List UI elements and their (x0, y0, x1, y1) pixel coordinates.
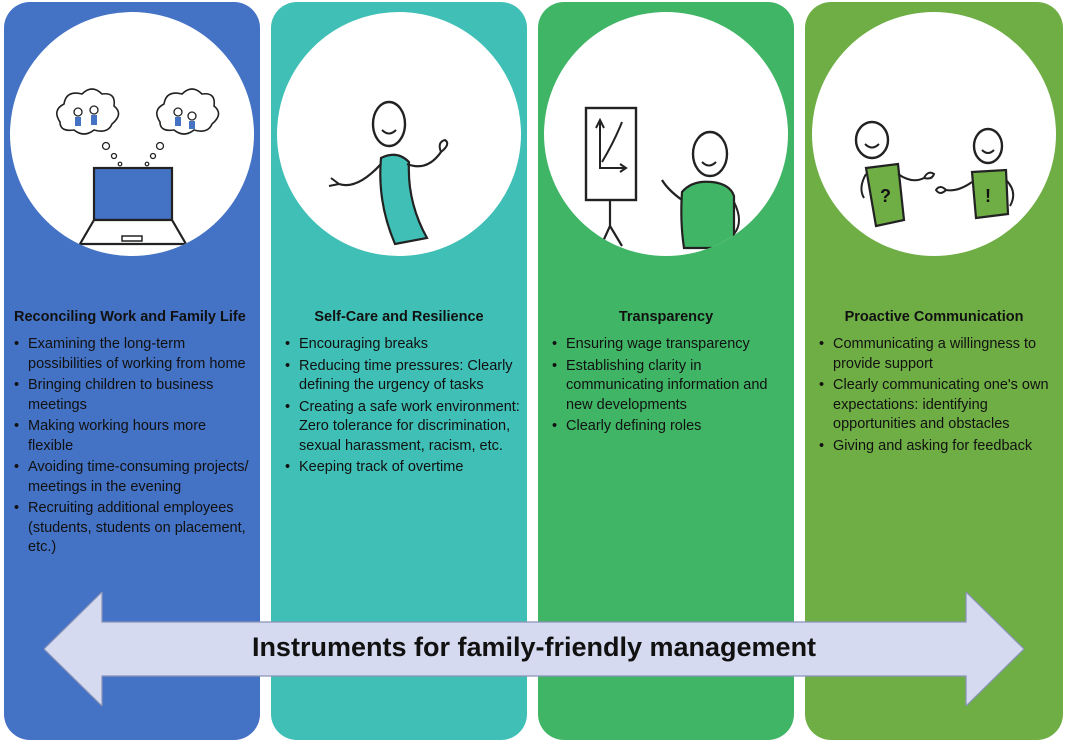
column-title: Transparency (618, 309, 714, 325)
instruments-banner-arrow: Instruments for family-friendly manageme… (44, 592, 1024, 706)
column-self-care-resilience: Self-Care and Resilience Encouraging bre… (271, 2, 527, 740)
list-item: Recruiting additional employees (student… (14, 499, 254, 558)
illustration-circle (277, 12, 521, 256)
laptop-with-thought-bubbles-icon (56, 88, 220, 246)
list-item: Ensuring wage transparency (552, 335, 788, 355)
svg-text:?: ? (880, 186, 891, 206)
column-title: Reconciling Work and Family Life (14, 309, 246, 325)
list-item: Clearly communicating one's own expectat… (819, 376, 1057, 435)
instrument-list: Encouraging breaks Reducing time pressur… (285, 335, 521, 480)
illustration-circle (10, 12, 254, 256)
list-item: Creating a safe work environment: Zero t… (285, 398, 521, 457)
list-item: Bringing children to business meetings (14, 376, 254, 415)
column-title: Proactive Communication (844, 309, 1024, 325)
banner-title: Instruments for family-friendly manageme… (251, 632, 817, 662)
instrument-list: Examining the long-term possibilities of… (14, 335, 254, 560)
illustration-circle (544, 12, 788, 256)
list-item: Establishing clarity in communicating in… (552, 357, 788, 416)
two-figures-talking-icon: ? ! (854, 120, 1015, 228)
column-reconciling-work-family: Reconciling Work and Family Life Examini… (4, 2, 260, 740)
list-item: Encouraging breaks (285, 335, 521, 355)
list-item: Reducing time pressures: Clearly definin… (285, 357, 521, 396)
column-transparency: Transparency Ensuring wage transparency … (538, 2, 794, 740)
list-item: Clearly defining roles (552, 417, 788, 437)
list-item: Communicating a willingness to provide s… (819, 335, 1057, 374)
list-item: Avoiding time-consuming projects/ meetin… (14, 458, 254, 497)
svg-text:!: ! (985, 186, 991, 206)
list-item: Making working hours more flexible (14, 417, 254, 456)
list-item: Giving and asking for feedback (819, 437, 1057, 457)
list-item: Keeping track of overtime (285, 458, 521, 478)
column-title: Self-Care and Resilience (314, 309, 484, 325)
double-arrow-icon (44, 592, 1024, 706)
instrument-list: Ensuring wage transparency Establishing … (552, 335, 788, 439)
column-proactive-communication: ? ! Proactive Communication Communicatin… (805, 2, 1063, 740)
figure-with-flipchart-icon (584, 106, 740, 250)
instrument-list: Communicating a willingness to provide s… (819, 335, 1057, 458)
stick-figure-relaxed-icon (328, 100, 449, 246)
list-item: Examining the long-term possibilities of… (14, 335, 254, 374)
illustration-circle: ? ! (812, 12, 1056, 256)
